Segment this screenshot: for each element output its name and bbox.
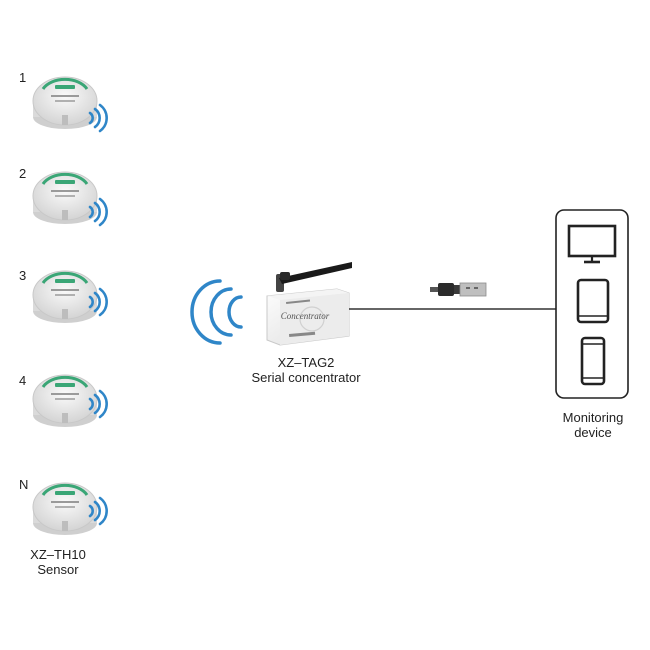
concentrator-device: Concentrator — [266, 288, 350, 346]
concentrator-caption-model: XZ–TAG2 — [277, 355, 335, 370]
phone-icon — [580, 336, 606, 386]
monitoring-caption-line1: Monitoring — [562, 410, 624, 425]
sensor-caption-model: XZ–TH10 — [30, 547, 86, 562]
usb-plug-icon — [430, 282, 487, 297]
concentrator-device-text: Concentrator — [281, 311, 330, 321]
sensor-icon — [31, 75, 99, 131]
sensor-1 — [31, 75, 99, 131]
sensor-number-label: 3 — [19, 268, 27, 283]
sensor-number-label: 4 — [19, 373, 27, 388]
tv-monitor-icon — [567, 224, 617, 264]
sensor-2 — [31, 170, 99, 226]
sensor-4 — [31, 373, 99, 429]
tablet-icon — [576, 278, 610, 324]
monitoring-caption: Monitoring device — [551, 410, 635, 440]
concentrator-caption-type: Serial concentrator — [251, 370, 361, 385]
wifi-waves-icon — [190, 279, 243, 345]
concentrator-caption: XZ–TAG2 Serial concentrator — [236, 355, 376, 385]
sensor-number-label: 2 — [19, 166, 27, 181]
sensor-icon — [31, 170, 99, 226]
sensor-caption: XZ–TH10 Sensor — [20, 547, 96, 577]
sensor-number-label: 1 — [19, 70, 27, 85]
monitoring-caption-line2: device — [574, 425, 612, 440]
sensor-3 — [31, 269, 99, 325]
sensor-icon — [31, 269, 99, 325]
sensor-caption-type: Sensor — [37, 562, 79, 577]
sensor-icon — [31, 481, 99, 537]
sensor-n — [31, 481, 99, 537]
sensor-number-label: N — [19, 477, 29, 492]
monitoring-frame — [555, 209, 629, 399]
sensor-icon — [31, 373, 99, 429]
antenna-icon — [276, 262, 352, 292]
